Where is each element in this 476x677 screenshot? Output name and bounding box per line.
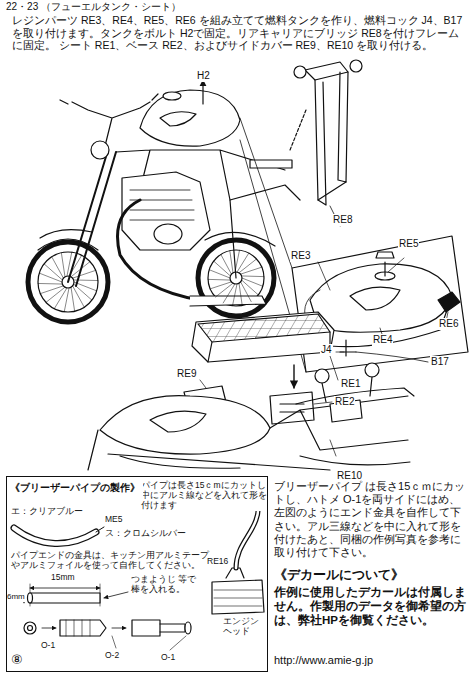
motorcycle-lower: [88, 363, 414, 470]
wheel-spokes: [208, 250, 264, 306]
note-text: パイプエンドの金具は、キッチン用アルミテープやアルミフォイルを使って自作してくだ…: [10, 550, 212, 570]
wheel-spokes: [38, 252, 98, 312]
panel-heading: 《ブリーザーパイプの製作》: [7, 480, 143, 496]
part-label: O-1: [40, 640, 56, 650]
part-label: RE3: [290, 250, 311, 262]
motorcycle-upper: [28, 80, 300, 322]
note-text: 作例に使用したデカールは付属しません。作製用のデータを御希望の方は、弊社HPを御…: [274, 586, 470, 627]
part-label: エンジン ヘッド: [222, 616, 264, 636]
page-title: 22・23 （フューエルタンク・シート）: [6, 1, 181, 13]
part-label: RE6: [438, 318, 459, 330]
color-label: ス：クロムシルバー: [104, 528, 187, 538]
part-label: RE9: [176, 368, 197, 380]
note-heading: 《デカールについて》: [274, 568, 404, 583]
url-text: http://www.amie-g.jp: [274, 654, 373, 667]
dimension-label: 15mm: [50, 572, 76, 582]
bridge-part: [290, 60, 362, 226]
color-label: エ：クリアブルー: [10, 506, 84, 516]
part-label: RE4: [372, 334, 393, 346]
instruction-text: レジンパーツ RE3、RE4、RE5、RE6 を組み立てて燃料タンクを作り、燃料…: [12, 14, 468, 52]
step-number: ⑧: [10, 652, 24, 668]
part-label: O-2: [104, 650, 120, 660]
dimension-label: 6mm: [6, 592, 26, 602]
part-label: J4: [320, 344, 333, 356]
part-label: RE1: [340, 378, 361, 390]
part-label: B17: [430, 356, 450, 368]
part-label: ME5: [104, 514, 123, 524]
part-label: RE16: [206, 556, 229, 566]
part-label: H2: [196, 70, 211, 82]
note-text: パイプは長さ15ｃmにカットし中にアルミ線などを入れて形を付けます: [140, 480, 268, 511]
part-label: RE2: [334, 396, 355, 408]
inset-panel: 《ブリーザーパイプの製作》: [6, 476, 268, 672]
part-label: RE5: [398, 238, 419, 250]
part-label: O-1: [160, 652, 176, 662]
note-text: ブリーザーパイプ は長さ15ｃｍにカットし、ハトメ O-1を両サイドにはめ、左図…: [274, 480, 470, 559]
note-text: つまようじ 等で 棒を入れる。: [130, 574, 204, 594]
part-label: RE8: [332, 214, 353, 226]
